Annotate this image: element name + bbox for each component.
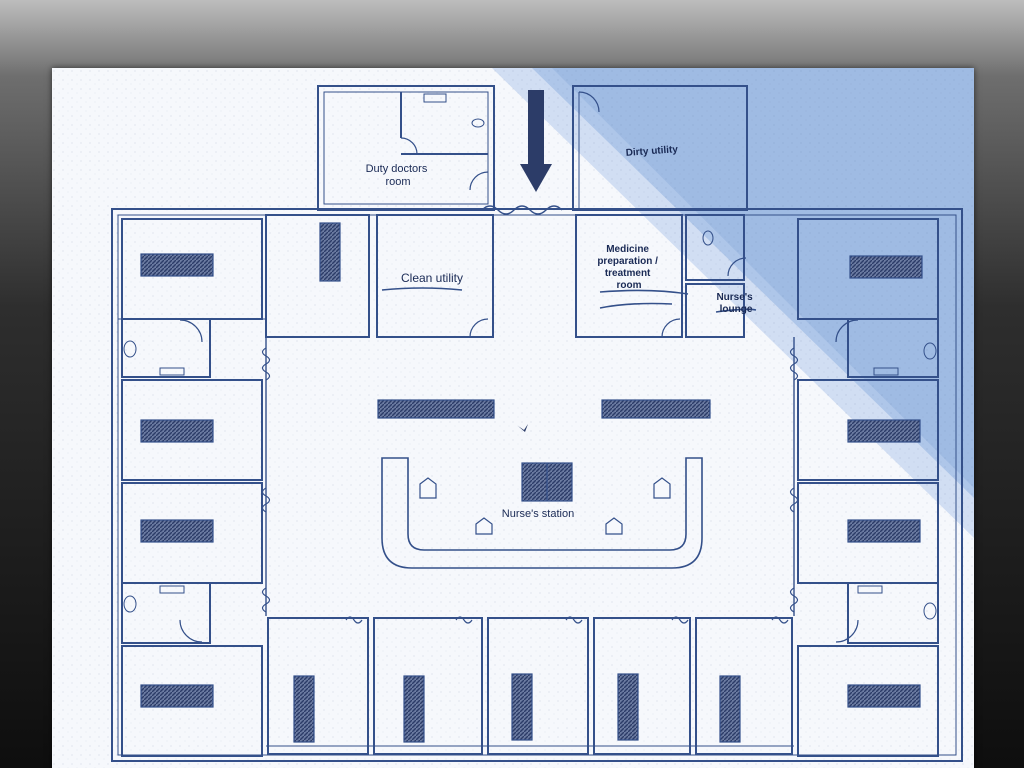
nurses-lounge-room — [685, 283, 745, 338]
bottom-room-4 — [593, 617, 691, 755]
medicine-prep-label: Medicine preparation / treatment room — [597, 244, 660, 291]
walls — [111, 85, 963, 762]
medicine-prep-line3: treatment — [605, 268, 651, 279]
right-toilet-1 — [847, 318, 939, 378]
nurses-lounge-line2: lounge — [720, 304, 753, 315]
right-room-4 — [797, 645, 939, 757]
medicine-prep-line1: Medicine — [606, 244, 649, 255]
dirty-utility-label: Dirty utility — [625, 144, 678, 159]
right-room-2 — [797, 379, 939, 481]
medicine-prep-room — [575, 214, 683, 338]
duty-doctors-room-label: Duty doctors room — [366, 163, 431, 188]
entrance-arrow-icon — [520, 90, 552, 192]
right-toilet-2 — [847, 582, 939, 644]
nurses-lounge-label: Nurse's lounge — [716, 292, 755, 315]
medicine-prep-line2: preparation / — [597, 256, 658, 267]
bottom-room-1 — [267, 617, 369, 755]
chairs — [419, 477, 671, 535]
left-room-2 — [121, 379, 263, 481]
nurses-station-label: Nurse's station — [502, 508, 574, 520]
clean-utility-room — [376, 214, 494, 338]
bottom-room-2 — [373, 617, 483, 755]
clean-utility-label: Clean utility — [401, 271, 463, 285]
floor-plan-scan: Duty doctors room Dirty utility Clean ut… — [52, 68, 974, 768]
beds — [140, 222, 923, 743]
nurses-station-counter — [381, 457, 703, 569]
duty-doctors-room — [317, 85, 495, 211]
duty-doctors-line2: room — [385, 176, 410, 188]
room-top-left-bed — [265, 214, 370, 338]
underlines — [381, 287, 757, 313]
bottom-room-3 — [487, 617, 589, 755]
nurses-lounge-line1: Nurse's — [716, 292, 753, 303]
medicine-prep-line4: room — [617, 280, 642, 291]
dirty-utility-room — [572, 85, 748, 211]
pen-mark-icon — [518, 424, 528, 432]
left-room-4 — [121, 645, 263, 757]
duty-doctors-line1: Duty doctors — [366, 163, 428, 175]
bottom-room-5 — [695, 617, 793, 755]
left-toilet-2 — [121, 582, 211, 644]
